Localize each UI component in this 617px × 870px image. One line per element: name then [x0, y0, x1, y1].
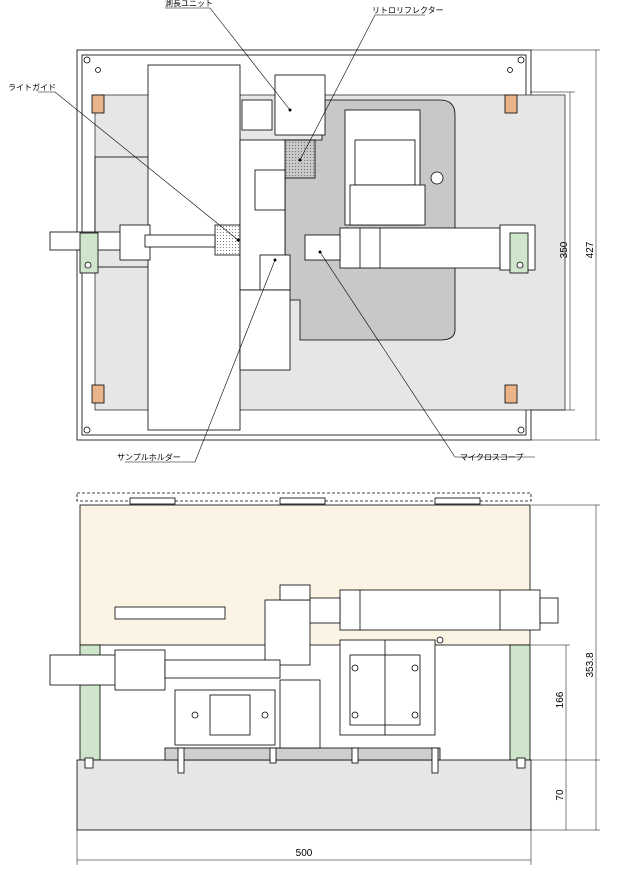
side-microscope-tube — [339, 589, 541, 631]
mount-bl — [91, 384, 105, 404]
dim-350: 350 — [559, 241, 570, 258]
measuring-unit — [274, 74, 326, 136]
label-retroreflector: リトロリフレクター — [372, 6, 444, 15]
label-measuring-unit: 測長ユニット — [165, 0, 213, 8]
side-view — [49, 492, 600, 865]
microscope-body — [339, 227, 501, 269]
label-light-guide: ライトガイド — [8, 82, 56, 92]
lid — [76, 492, 532, 502]
base-block — [76, 759, 532, 831]
side-light-guide — [114, 606, 226, 620]
callout-leaders — [38, 7, 535, 463]
dim-70: 70 — [555, 789, 566, 801]
mount-br — [504, 384, 518, 404]
mount-mr — [509, 232, 529, 274]
label-sample-holder: サンプルホルダー — [117, 452, 181, 462]
mount-tl — [91, 94, 105, 114]
label-microscope: マイクロスコープ — [460, 453, 523, 462]
mount-tr — [504, 94, 518, 114]
top-view — [49, 49, 600, 441]
dim-353-8: 353.8 — [585, 652, 596, 677]
right-post — [509, 644, 531, 761]
dim-500: 500 — [296, 848, 313, 859]
dim-166: 166 — [555, 691, 566, 708]
mount-ml — [79, 232, 99, 274]
dim-427: 427 — [585, 241, 596, 258]
